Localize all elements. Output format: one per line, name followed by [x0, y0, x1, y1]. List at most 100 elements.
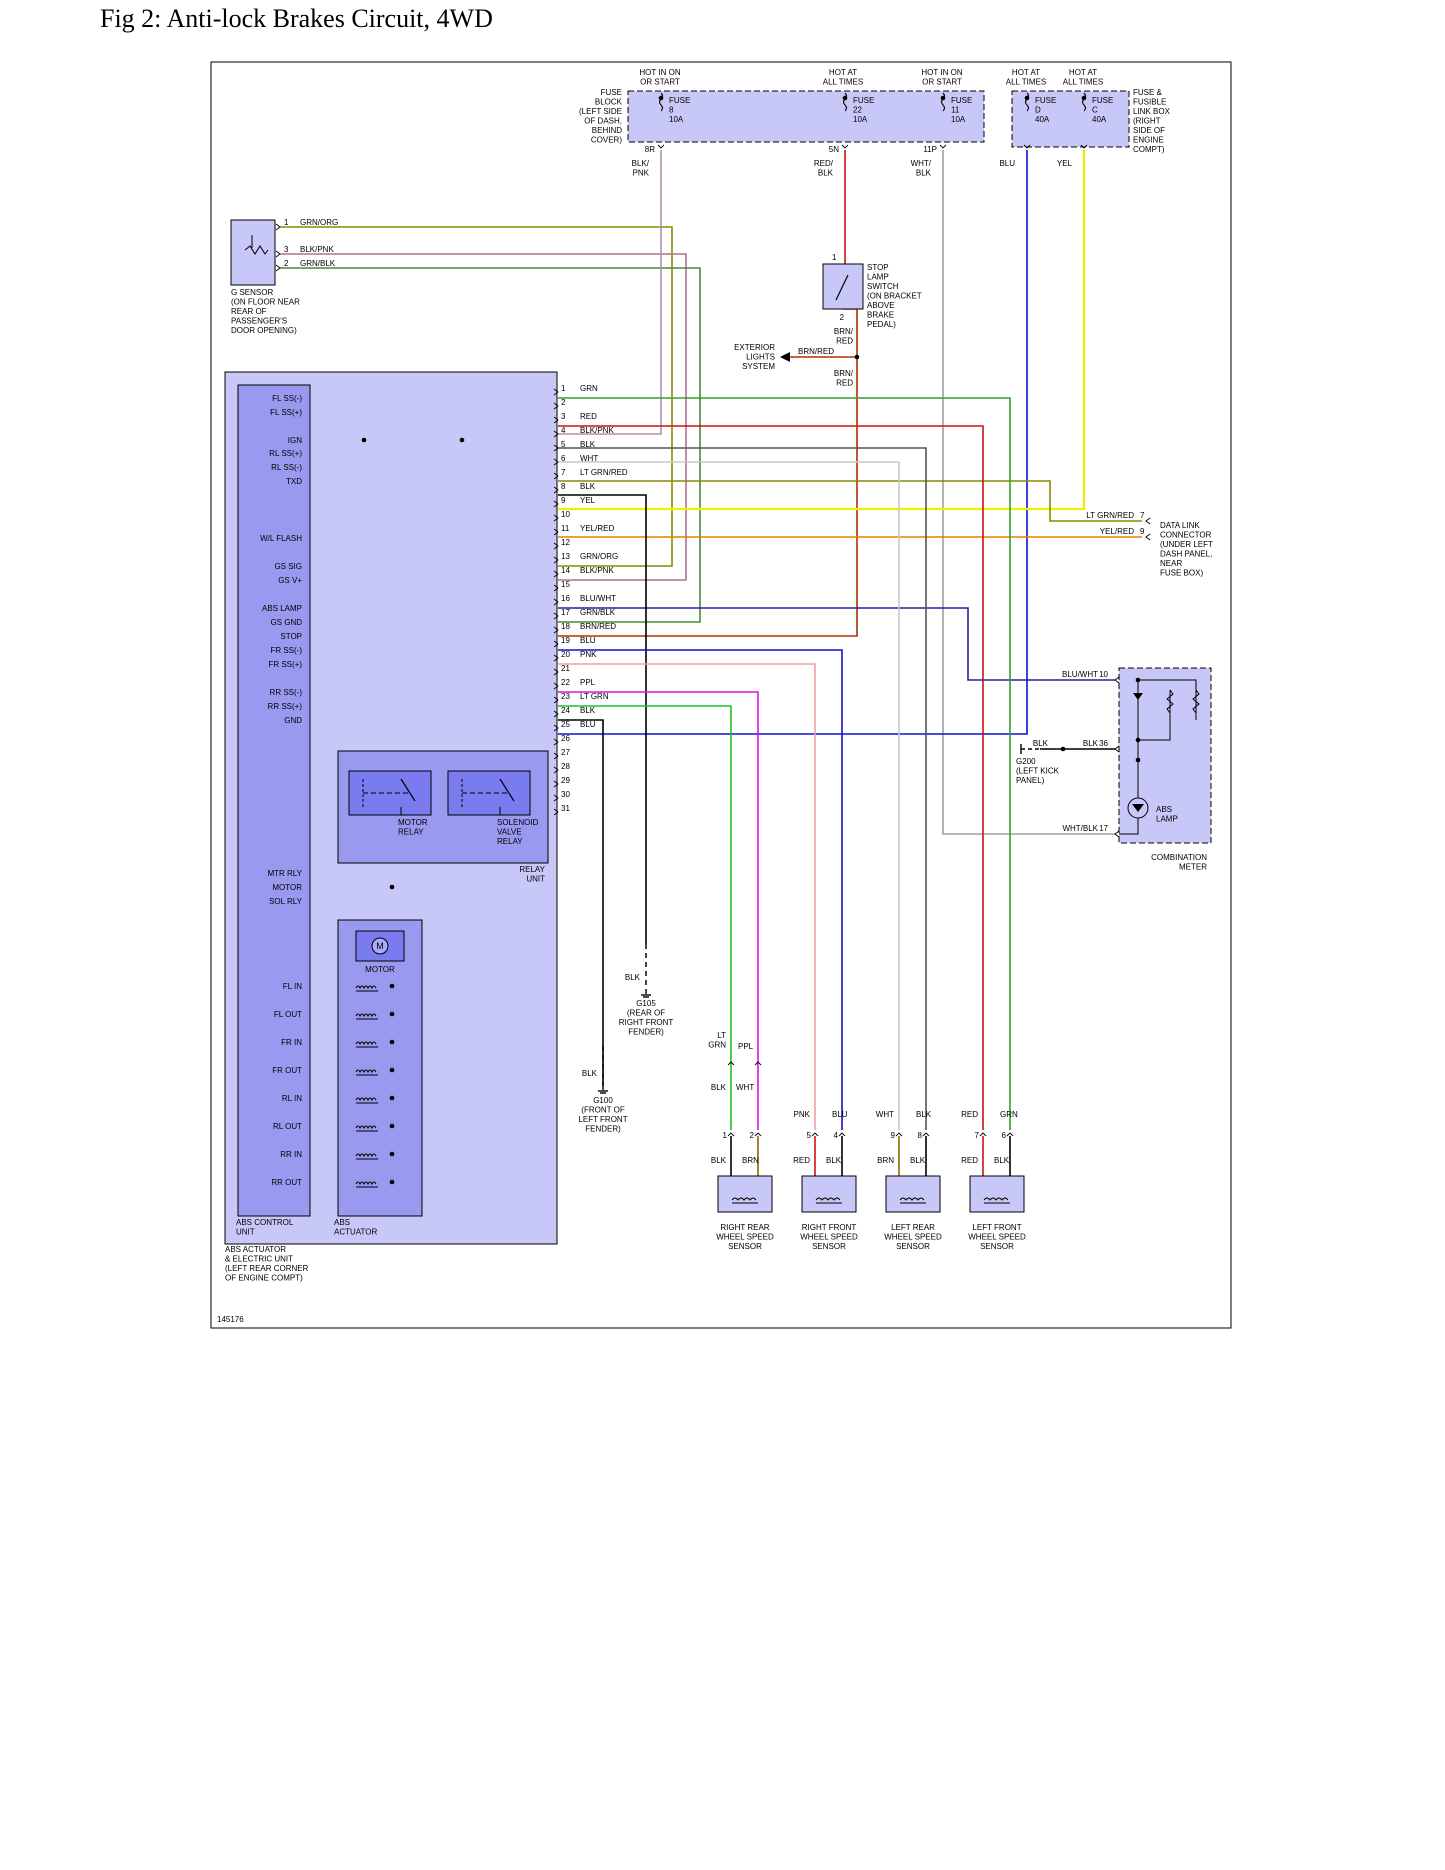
splice-dot: [459, 437, 465, 443]
wire-label: BLU/WHT: [1062, 670, 1098, 679]
wire-lt-grn: [558, 705, 732, 1130]
wire-label: PNK: [580, 650, 597, 659]
abs-signal-label: RR SS(+): [268, 702, 303, 711]
valve-coil-icon: [355, 1041, 377, 1046]
connector-pin: 21: [561, 664, 570, 673]
connector-pin: 5: [561, 440, 566, 449]
connector-pin: 29: [561, 776, 570, 785]
pin-label: 36: [1099, 739, 1108, 748]
connector-chevron: [275, 223, 281, 231]
wire-blk-g100: [558, 719, 604, 1086]
wire-label: BLK: [711, 1083, 727, 1092]
wire-label: GRN/ORG: [580, 552, 618, 561]
abs-actuator: [337, 919, 423, 1217]
connector-pin: 15: [561, 580, 570, 589]
g-sensor: [230, 219, 276, 286]
wire-label: BLK: [580, 440, 596, 449]
wire-label: WHT: [876, 1110, 894, 1119]
connector-pin: 19: [561, 636, 570, 645]
fuse-icon: [940, 92, 946, 112]
connector-chevron: [553, 668, 559, 676]
connector-chevron: [1006, 1132, 1014, 1137]
abs-signal-label: GS SIG: [274, 562, 302, 571]
valve-coil-icon: [355, 1125, 377, 1130]
connector-chevron: [553, 682, 559, 690]
wire-label: GRN: [1000, 1110, 1018, 1119]
wire-blu-wht: [558, 607, 1115, 681]
connector-pin: 11: [561, 524, 570, 533]
wire-label: BLK/PNK: [300, 245, 334, 254]
wire-label: GRN: [580, 384, 598, 393]
abs-signal-label: TXD: [286, 477, 302, 486]
motor-icon: [371, 937, 389, 955]
pin-label: 8: [918, 1131, 923, 1140]
wire-label: YEL: [580, 496, 596, 505]
connector-pin: 26: [561, 734, 570, 743]
abs-signal-label: RL OUT: [273, 1122, 302, 1131]
splice-dot: [389, 1179, 395, 1185]
connector-pin: 14: [561, 566, 570, 575]
fuse-icon: [1024, 92, 1030, 112]
connector-chevron: [553, 710, 559, 718]
fuse-terminal: [940, 95, 946, 101]
connector-chevron: [553, 612, 559, 620]
splice-dot: [389, 1039, 395, 1045]
connector-chevron: [553, 738, 559, 746]
sensor-coil-icon: [983, 1197, 1009, 1201]
connector-chevron: [553, 696, 559, 704]
connector-chevron: [553, 724, 559, 732]
wire-label: RED: [793, 1156, 810, 1165]
connector-pin: 25: [561, 720, 570, 729]
abs-signal-label: MOTOR: [272, 883, 302, 892]
connector-chevron: [553, 542, 559, 550]
abs-signal-label: SOL RLY: [269, 897, 303, 906]
connector-pin: 1: [561, 384, 566, 393]
abs-signal-label: FR IN: [281, 1038, 302, 1047]
connector-chevron: [657, 144, 665, 149]
pin-label: 1: [723, 1131, 728, 1140]
led-icon: [1132, 804, 1144, 812]
connector-pin: 12: [561, 538, 570, 547]
abs-signal-label: STOP: [280, 632, 302, 641]
connector-chevron: [553, 556, 559, 564]
wire-label: BRN/RED: [798, 347, 834, 356]
connector-chevron: [1023, 144, 1031, 149]
connector-pin: 6: [561, 454, 566, 463]
valve-coil-icon: [355, 985, 377, 990]
wire-label: RED/BLK: [814, 159, 834, 178]
sensor-coil-icon: [899, 1197, 925, 1201]
connector-chevron: [727, 1061, 735, 1066]
splice-dot: [361, 437, 367, 443]
wire-grn: [558, 397, 1011, 1130]
wire-label: BLU: [580, 720, 596, 729]
connector-chevron: [553, 780, 559, 788]
abs-signal-label: RR SS(-): [270, 688, 303, 697]
connector-chevron: [275, 264, 281, 272]
abs-signal-label: FL SS(-): [272, 394, 302, 403]
wire-label: LT GRN/RED: [1086, 511, 1134, 520]
splice-dot: [1135, 677, 1141, 683]
wire-label: BLK/PNK: [580, 566, 614, 575]
wire-red: [558, 425, 984, 1130]
connector-chevron: [553, 514, 559, 522]
wire-label: PPL: [580, 678, 596, 687]
wire-grn-org: [280, 226, 673, 567]
wire-blk-g105: [558, 494, 647, 944]
connector-chevron: [553, 402, 559, 410]
